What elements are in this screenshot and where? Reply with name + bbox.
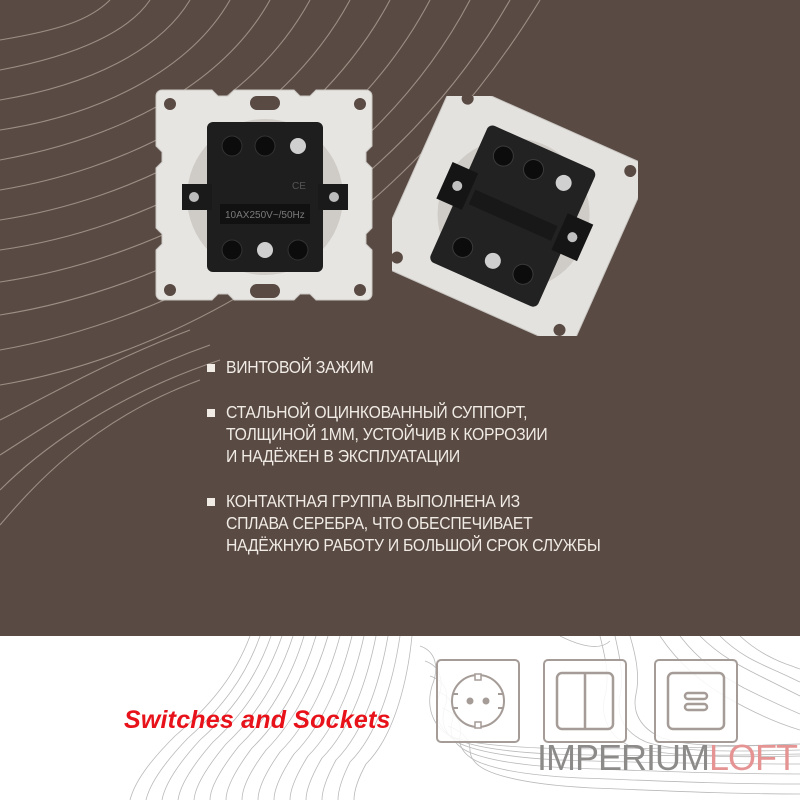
- square-bullet-icon: [207, 409, 215, 417]
- feature-list: ВИНТОВОЙ ЗАЖИМ СТАЛЬНОЙ ОЦИНКОВАННЫЙ СУП…: [207, 356, 647, 579]
- usb-category-icon: [654, 659, 738, 743]
- socket-category-icon: [436, 659, 520, 743]
- feature-text: ВИНТОВОЙ ЗАЖИМ: [226, 357, 374, 377]
- feature-item: КОНТАКТНАЯ ГРУППА ВЫПОЛНЕНА ИЗ СПЛАВА СЕ…: [207, 490, 647, 556]
- brand-logo: IMPERIUMLOFT: [537, 737, 798, 779]
- feature-text: СТАЛЬНОЙ ОЦИНКОВАННЫЙ СУППОРТ, ТОЛЩИНОЙ …: [226, 402, 548, 466]
- svg-text:CE: CE: [292, 181, 306, 192]
- feature-text: КОНТАКТНАЯ ГРУППА ВЫПОЛНЕНА ИЗ СПЛАВА СЕ…: [226, 491, 601, 555]
- switch-mechanism-angled-view: [392, 96, 638, 336]
- feature-item: ВИНТОВОЙ ЗАЖИМ: [207, 356, 647, 378]
- square-bullet-icon: [207, 364, 215, 372]
- logo-part-loft: LOFT: [709, 737, 798, 778]
- switch-rating-label: 10AX250V~/50Hz: [225, 210, 305, 221]
- logo-part-imperium: IMPERIUM: [537, 737, 710, 778]
- tagline: Switches and Sockets: [124, 706, 391, 734]
- switch-mechanism-back-view: 10AX250V~/50Hz CE: [155, 89, 373, 301]
- socket-icon: [451, 673, 505, 729]
- square-bullet-icon: [207, 498, 215, 506]
- feature-item: СТАЛЬНОЙ ОЦИНКОВАННЫЙ СУППОРТ, ТОЛЩИНОЙ …: [207, 401, 647, 467]
- usb-outlet-icon: [666, 671, 726, 731]
- feature-panel: 10AX250V~/50Hz CE ВИНТОВО: [0, 0, 800, 636]
- switch-category-icon: [543, 659, 627, 743]
- double-switch-icon: [555, 671, 615, 731]
